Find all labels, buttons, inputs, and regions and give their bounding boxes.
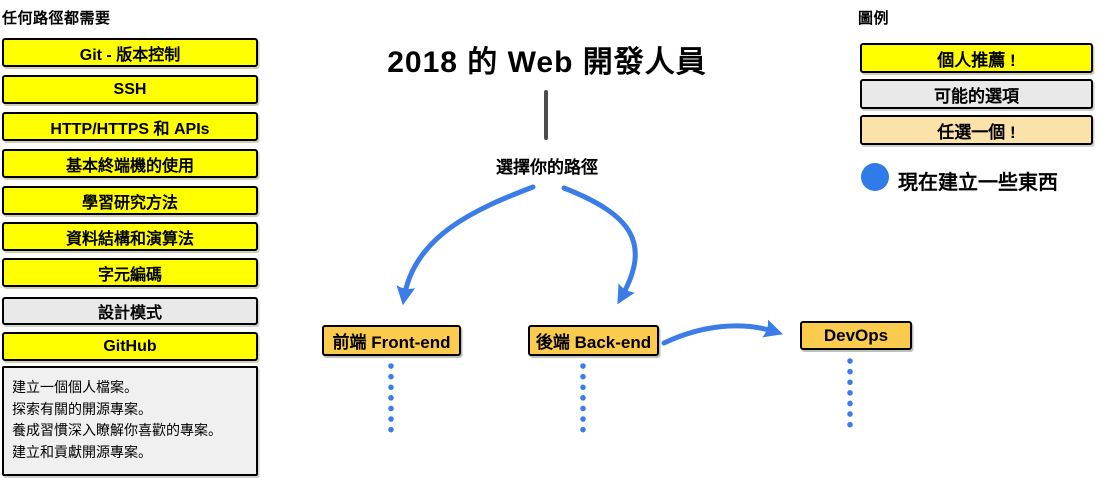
choose-path-label: 選擇你的路徑 xyxy=(496,158,598,177)
required-item-ssh: SSH xyxy=(2,75,258,104)
required-item-github: GitHub xyxy=(2,332,258,361)
legend-item-possible: 可能的選項 xyxy=(860,79,1093,109)
title-divider-line xyxy=(544,90,548,140)
required-item-terminal: 基本終端機的使用 xyxy=(2,149,258,178)
path-node-backend: 後端 Back-end xyxy=(528,325,659,356)
arrow-to-frontend-icon xyxy=(396,184,536,306)
legend-item-recommended: 個人推薦 ! xyxy=(860,43,1093,73)
arrow-to-backend-icon xyxy=(561,185,638,305)
build-something-label: 現在建立一些東西 xyxy=(898,172,1058,194)
arrow-backend-to-devops-icon xyxy=(661,319,783,346)
github-notes-box: 建立一個個人檔案。 探索有關的開源專案。 養成習慣深入瞭解你喜歡的專案。 建立和… xyxy=(2,366,258,476)
legend-item-pick-one: 任選一個 ! xyxy=(860,115,1093,145)
required-item-git: Git - 版本控制 xyxy=(2,38,258,67)
required-item-design-patterns: 設計模式 xyxy=(2,297,258,325)
github-note-line: 探索有關的開源專案。 xyxy=(12,400,152,417)
required-item-data-structures: 資料結構和演算法 xyxy=(2,222,258,251)
page-title: 2018 的 Web 開發人員 xyxy=(387,46,707,79)
required-item-char-encoding: 字元編碼 xyxy=(2,258,258,287)
build-something-dot-icon xyxy=(861,163,889,191)
github-note-line: 建立和貢獻開源專案。 xyxy=(12,444,152,461)
path-node-frontend: 前端 Front-end xyxy=(322,325,461,356)
required-item-research: 學習研究方法 xyxy=(2,186,258,215)
path-node-devops: DevOps xyxy=(800,321,912,350)
left-panel-title: 任何路徑都需要 xyxy=(2,10,111,27)
required-item-http-apis: HTTP/HTTPS 和 APIs xyxy=(2,112,258,141)
github-note-line: 建立一個個人檔案。 xyxy=(12,379,138,395)
legend-title: 圖例 xyxy=(858,10,890,27)
github-note-line: 養成習慣深入瞭解你喜歡的專案。 xyxy=(12,422,222,439)
